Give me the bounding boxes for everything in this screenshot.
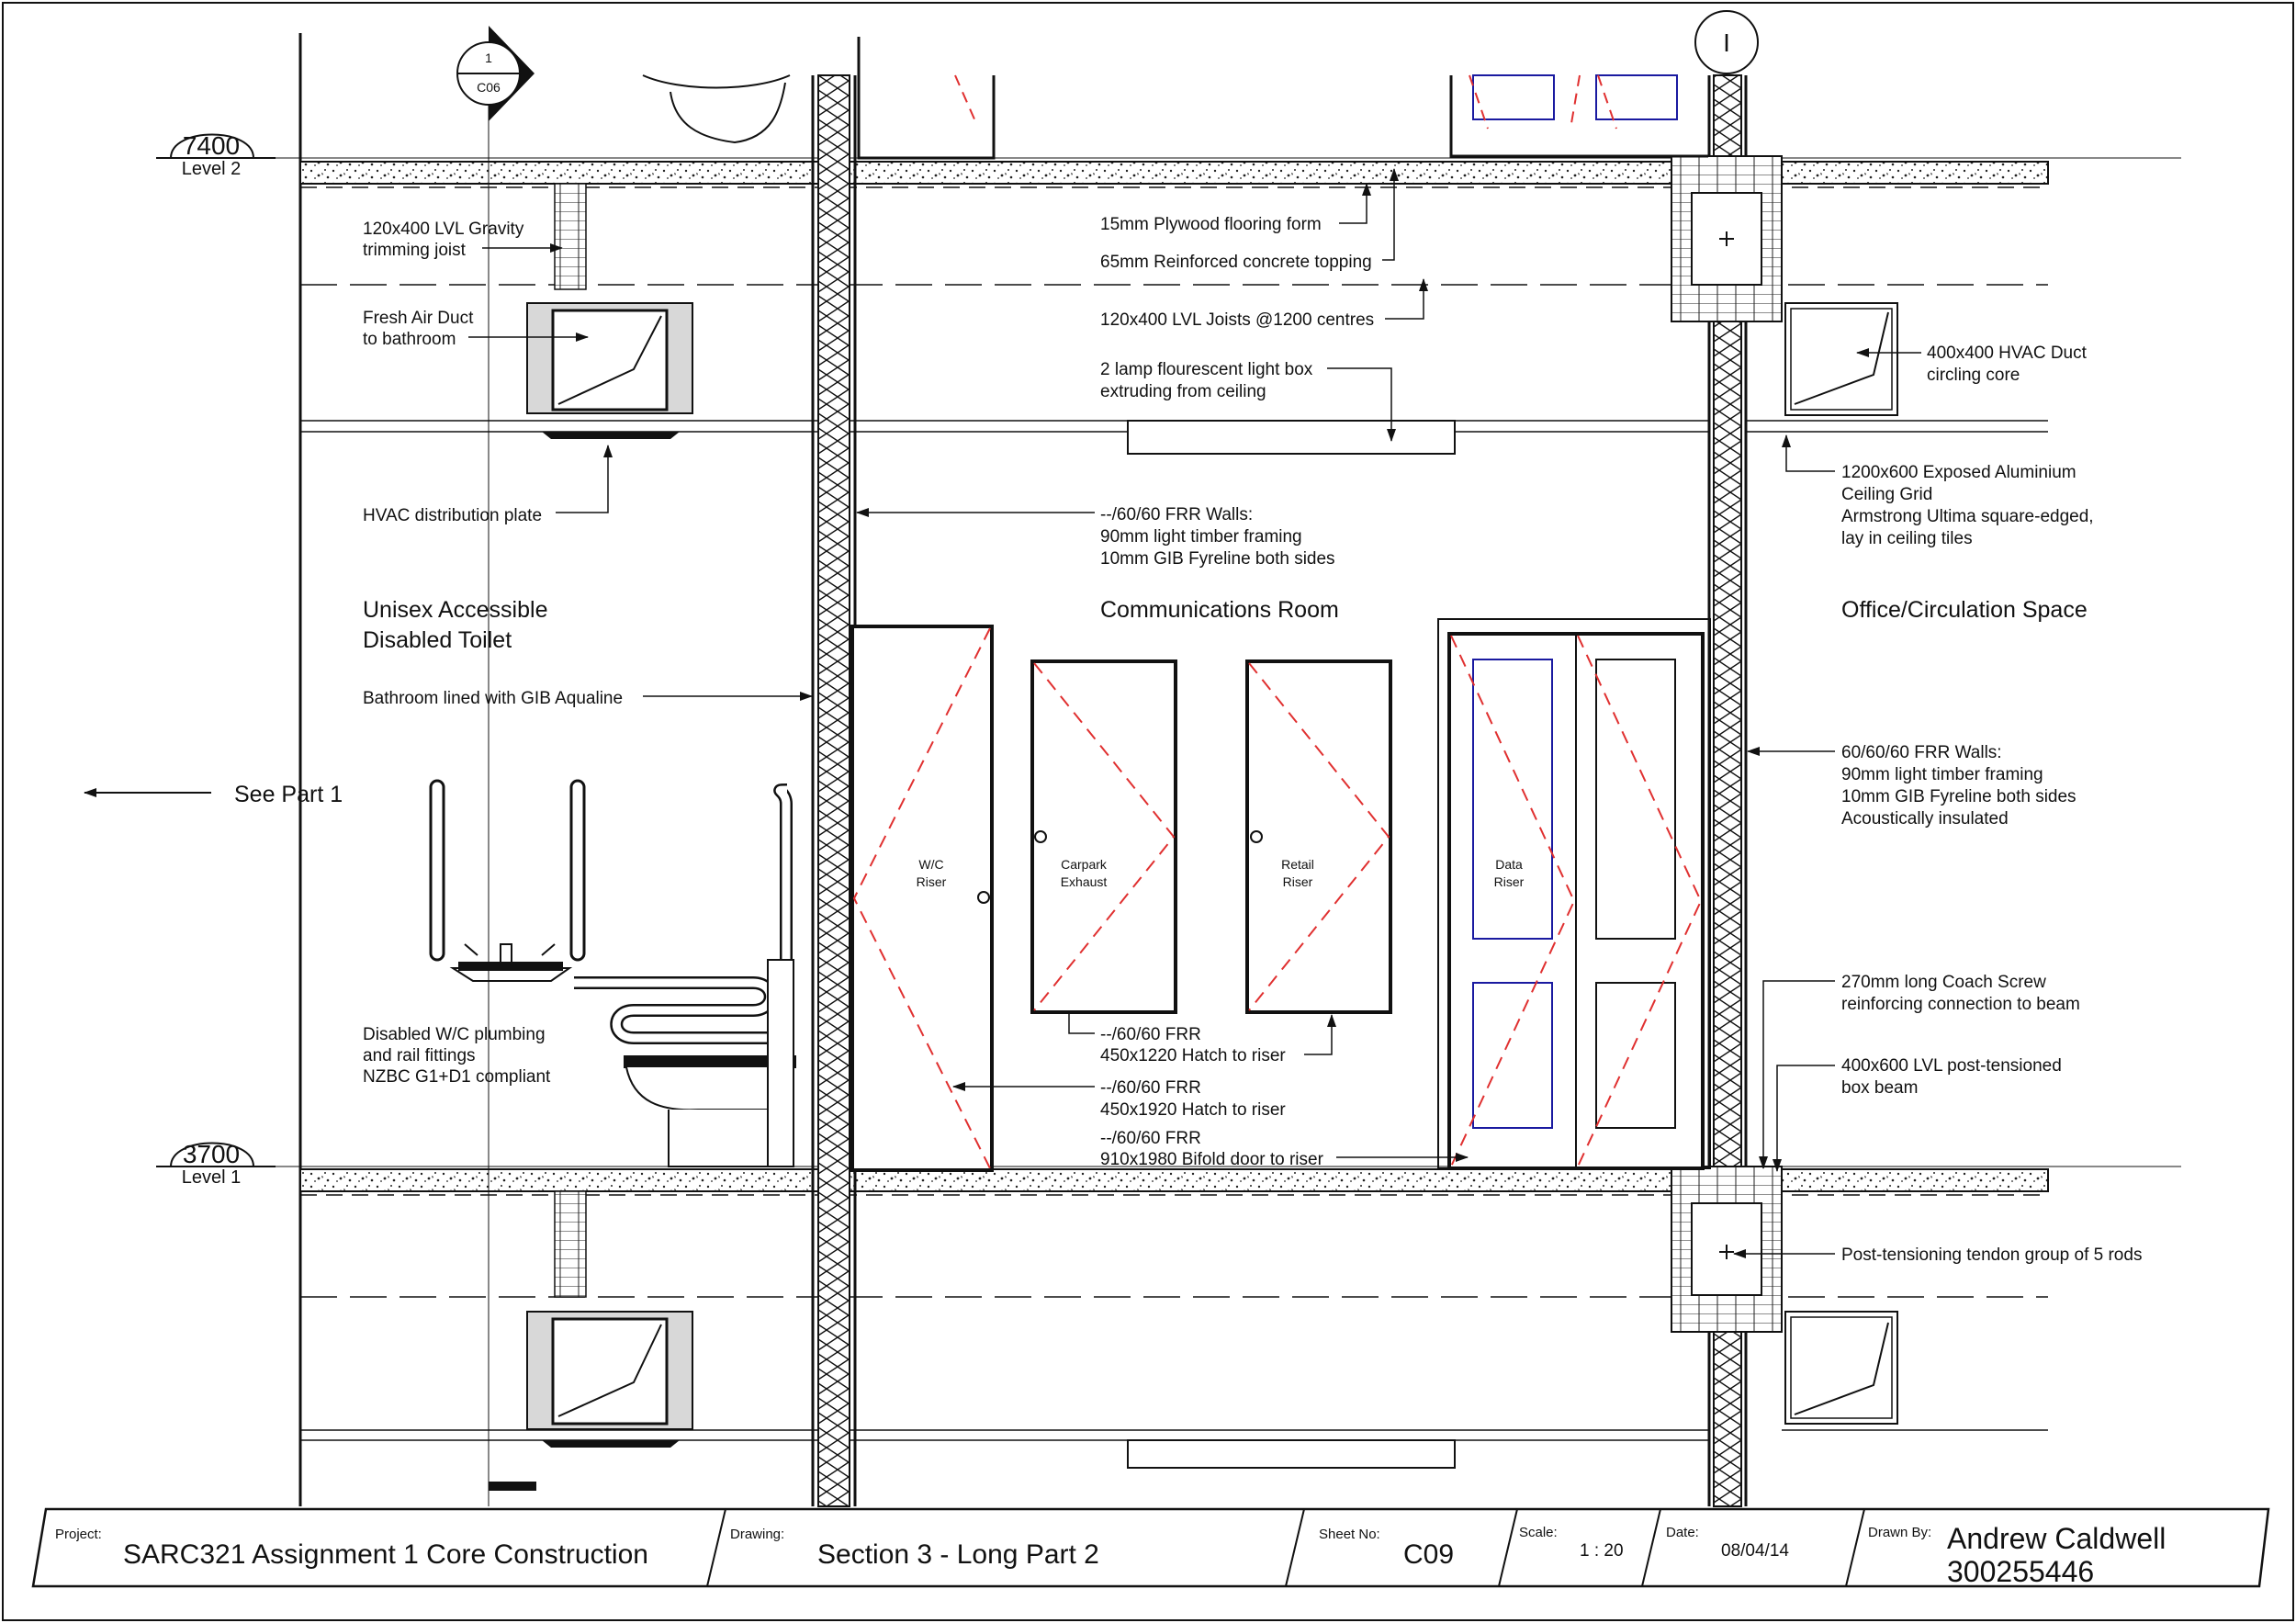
note-hatch1920: --/60/60 FRR 450x1920 Hatch to riser xyxy=(1100,1078,1286,1120)
door-data-riser-bifold xyxy=(1437,618,1711,1170)
level-tag-upper: 7400 Level 2 xyxy=(156,131,276,179)
tb-project-label: Project: xyxy=(55,1527,102,1542)
fresh-air-duct-upper xyxy=(526,302,693,414)
door-wc-riser xyxy=(850,625,994,1172)
trimming-joist-upper xyxy=(554,183,587,290)
door-label-retail-1: Retail xyxy=(1281,857,1314,872)
toilet-pan xyxy=(624,959,796,1167)
fresh-air-duct-lower xyxy=(526,1311,693,1430)
grid-marker: I xyxy=(1694,10,1759,74)
note-hvac-plate: HVAC distribution plate xyxy=(363,506,542,525)
level-name-upper: Level 2 xyxy=(182,159,242,179)
note-joists: 120x400 LVL Joists @1200 centres xyxy=(1100,310,1374,330)
tb-sheet: C09 xyxy=(1403,1539,1454,1570)
tb-drawing: Section 3 - Long Part 2 xyxy=(817,1539,1099,1570)
door-carpark-exhaust xyxy=(1030,659,1177,1014)
tb-date: 08/04/14 xyxy=(1721,1541,1789,1561)
level-name-lower: Level 1 xyxy=(182,1167,242,1188)
door-label-wc-1: W/C xyxy=(918,857,943,872)
tb-drawn-name: Andrew Caldwell xyxy=(1947,1522,2166,1555)
grid-label: I xyxy=(1723,28,1730,57)
trimming-joist-lower xyxy=(554,1190,587,1298)
upper-partial-elements xyxy=(642,37,1708,160)
room-label-toilet-1: Unisex Accessible xyxy=(363,597,547,623)
note-tendon: Post-tensioning tendon group of 5 rods xyxy=(1841,1245,2142,1265)
tb-scale-label: Scale: xyxy=(1519,1525,1558,1540)
note-coach-screw: 270mm long Coach Screw reinforcing conne… xyxy=(1841,973,2080,1014)
level-elevation-upper: 7400 xyxy=(183,131,240,160)
title-block: Project: SARC321 Assignment 1 Core Const… xyxy=(31,1507,2270,1588)
section-number: 1 xyxy=(485,51,492,65)
upper-floor-slab xyxy=(156,157,2181,188)
door-label-carpark-2: Exhaust xyxy=(1061,874,1108,889)
see-part-label[interactable]: See Part 1 xyxy=(234,782,343,807)
door-labels: W/C Riser Carpark Exhaust Retail Riser D… xyxy=(917,857,1525,889)
note-ceiling-grid: 1200x600 Exposed Aluminium Ceiling Grid … xyxy=(1841,463,2099,548)
level-tag-lower: 3700 Level 1 xyxy=(156,1140,276,1188)
note-frr-walls: --/60/60 FRR Walls: 90mm light timber fr… xyxy=(1100,505,1335,569)
tb-drawn-id: 300255446 xyxy=(1947,1555,2094,1588)
note-hatch1220: --/60/60 FRR 450x1220 Hatch to riser xyxy=(1100,1025,1286,1065)
room-label-comms: Communications Room xyxy=(1100,597,1339,623)
hvac-plate-lower xyxy=(542,1440,680,1448)
tb-drawing-label: Drawing: xyxy=(730,1527,784,1542)
box-beam-lower xyxy=(1671,1166,1783,1333)
note-bifold: --/60/60 FRR 910x1980 Bifold door to ris… xyxy=(1100,1129,1324,1169)
hvac-distribution-plate xyxy=(542,432,680,439)
door-label-wc-2: Riser xyxy=(917,874,947,889)
lower-floor-slab xyxy=(156,1166,2181,1196)
note-plywood: 15mm Plywood flooring form xyxy=(1100,215,1322,234)
core-wall-left xyxy=(811,74,857,1507)
hvac-duct-right-upper xyxy=(1784,302,1898,416)
door-label-data-1: Data xyxy=(1495,857,1523,872)
tb-date-label: Date: xyxy=(1666,1525,1699,1540)
room-label-toilet-2: Disabled Toilet xyxy=(363,627,512,653)
annotation-notes: 120x400 LVL Gravity trimming joist Fresh… xyxy=(363,168,2142,1265)
section-marker: 1 C06 xyxy=(456,26,535,1506)
note-aqualine: Bathroom lined with GIB Aqualine xyxy=(363,689,623,708)
tb-sheet-label: Sheet No: xyxy=(1319,1527,1380,1542)
tb-drawn-label: Drawn By: xyxy=(1868,1525,1931,1540)
wash-basin xyxy=(449,943,573,982)
note-frr-walls-right: 60/60/60 FRR Walls: 90mm light timber fr… xyxy=(1841,743,2081,828)
note-fresh-air: Fresh Air Duct to bathroom xyxy=(363,309,478,349)
tb-project: SARC321 Assignment 1 Core Construction xyxy=(123,1539,648,1570)
door-label-carpark-1: Carpark xyxy=(1061,857,1108,872)
door-label-retail-2: Riser xyxy=(1283,874,1313,889)
note-lvl-trim: 120x400 LVL Gravity trimming joist xyxy=(363,220,529,260)
section-sheet: C06 xyxy=(477,80,501,95)
door-label-data-2: Riser xyxy=(1494,874,1525,889)
box-beam-upper xyxy=(1671,155,1783,322)
note-concrete: 65mm Reinforced concrete topping xyxy=(1100,253,1372,272)
floor-marker xyxy=(489,1482,536,1491)
note-hvac-duct: 400x400 HVAC Duct circling core xyxy=(1927,344,2091,385)
level-elevation-lower: 3700 xyxy=(183,1140,240,1168)
note-disabled-wc: Disabled W/C plumbing and rail fittings … xyxy=(363,1025,551,1087)
note-box-beam: 400x600 LVL post-tensioned box beam xyxy=(1841,1056,2066,1098)
hvac-duct-right-lower xyxy=(1784,1311,1898,1425)
grab-rails xyxy=(429,779,793,1044)
light-box-upper xyxy=(1127,420,1456,455)
room-label-office: Office/Circulation Space xyxy=(1841,597,2088,623)
door-retail-riser xyxy=(1245,659,1392,1014)
light-box-lower xyxy=(1127,1439,1456,1469)
tb-scale: 1 : 20 xyxy=(1580,1541,1624,1561)
note-lightbox: 2 lamp flourescent light box extruding f… xyxy=(1100,360,1318,401)
